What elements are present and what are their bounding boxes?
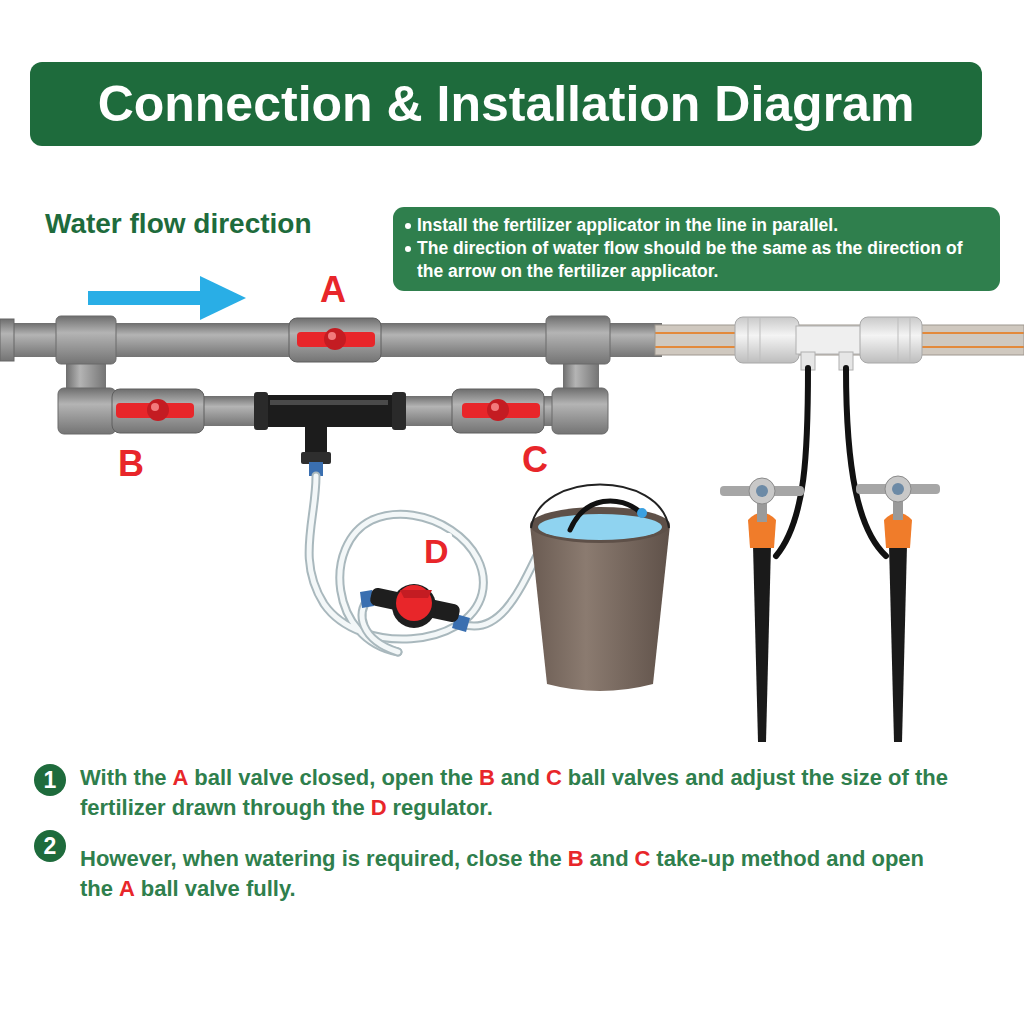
venturi-injector	[254, 392, 406, 476]
bullet-dot	[405, 223, 411, 229]
valve-letter: C	[546, 765, 562, 790]
step-number: 1	[34, 764, 66, 796]
valve-letter: C	[635, 846, 651, 871]
sprinkler-stake	[720, 478, 804, 742]
valve-letter: D	[371, 795, 387, 820]
step-number: 2	[34, 830, 66, 862]
drip-tube	[776, 368, 886, 556]
valve-letter: A	[173, 765, 189, 790]
fertilizer-bucket	[530, 485, 670, 692]
suction-hose	[309, 476, 552, 652]
ball-valve	[452, 389, 544, 433]
ball-valve	[289, 318, 381, 362]
garden-hose	[655, 317, 1024, 370]
note-text: The direction of water flow should be th…	[417, 237, 988, 283]
ball-valve	[112, 389, 204, 433]
step-text: With theAball valve closed, open theBand…	[80, 763, 980, 823]
step-phrase: With the	[80, 765, 167, 790]
bullet-dot	[405, 246, 411, 252]
bullet-row: Install the fertilizer applicator in the…	[403, 214, 988, 237]
bullet-row: The direction of water flow should be th…	[403, 237, 988, 283]
step-phrase: ball valve fully.	[141, 876, 296, 901]
note-text: Install the fertilizer applicator in the…	[417, 214, 988, 237]
valve-letter: D	[421, 533, 452, 570]
step-phrase: regulator.	[393, 795, 493, 820]
valve-letter: A	[119, 876, 135, 901]
pvc-pipe	[0, 316, 662, 434]
step-text: However, when watering is required, clos…	[80, 844, 980, 904]
step-phrase: and	[501, 765, 540, 790]
step-phrase: and	[589, 846, 628, 871]
valve-letter: B	[568, 846, 584, 871]
title-text: Connection & Installation Diagram	[98, 75, 915, 133]
valve-letter: A	[320, 270, 346, 310]
step-phrase: ball valve closed, open the	[194, 765, 473, 790]
title-banner: Connection & Installation Diagram	[30, 62, 982, 146]
flow-label: Water flow direction	[45, 209, 312, 240]
flow-arrow	[88, 276, 246, 320]
valve-letter: B	[479, 765, 495, 790]
step-phrase: However, when watering is required, clos…	[80, 846, 562, 871]
sprinkler-stake	[856, 476, 940, 742]
flow-regulator	[360, 584, 470, 632]
valve-letter: B	[118, 444, 144, 484]
note-box: Install the fertilizer applicator in the…	[393, 207, 1000, 291]
valve-letter: C	[522, 440, 548, 480]
